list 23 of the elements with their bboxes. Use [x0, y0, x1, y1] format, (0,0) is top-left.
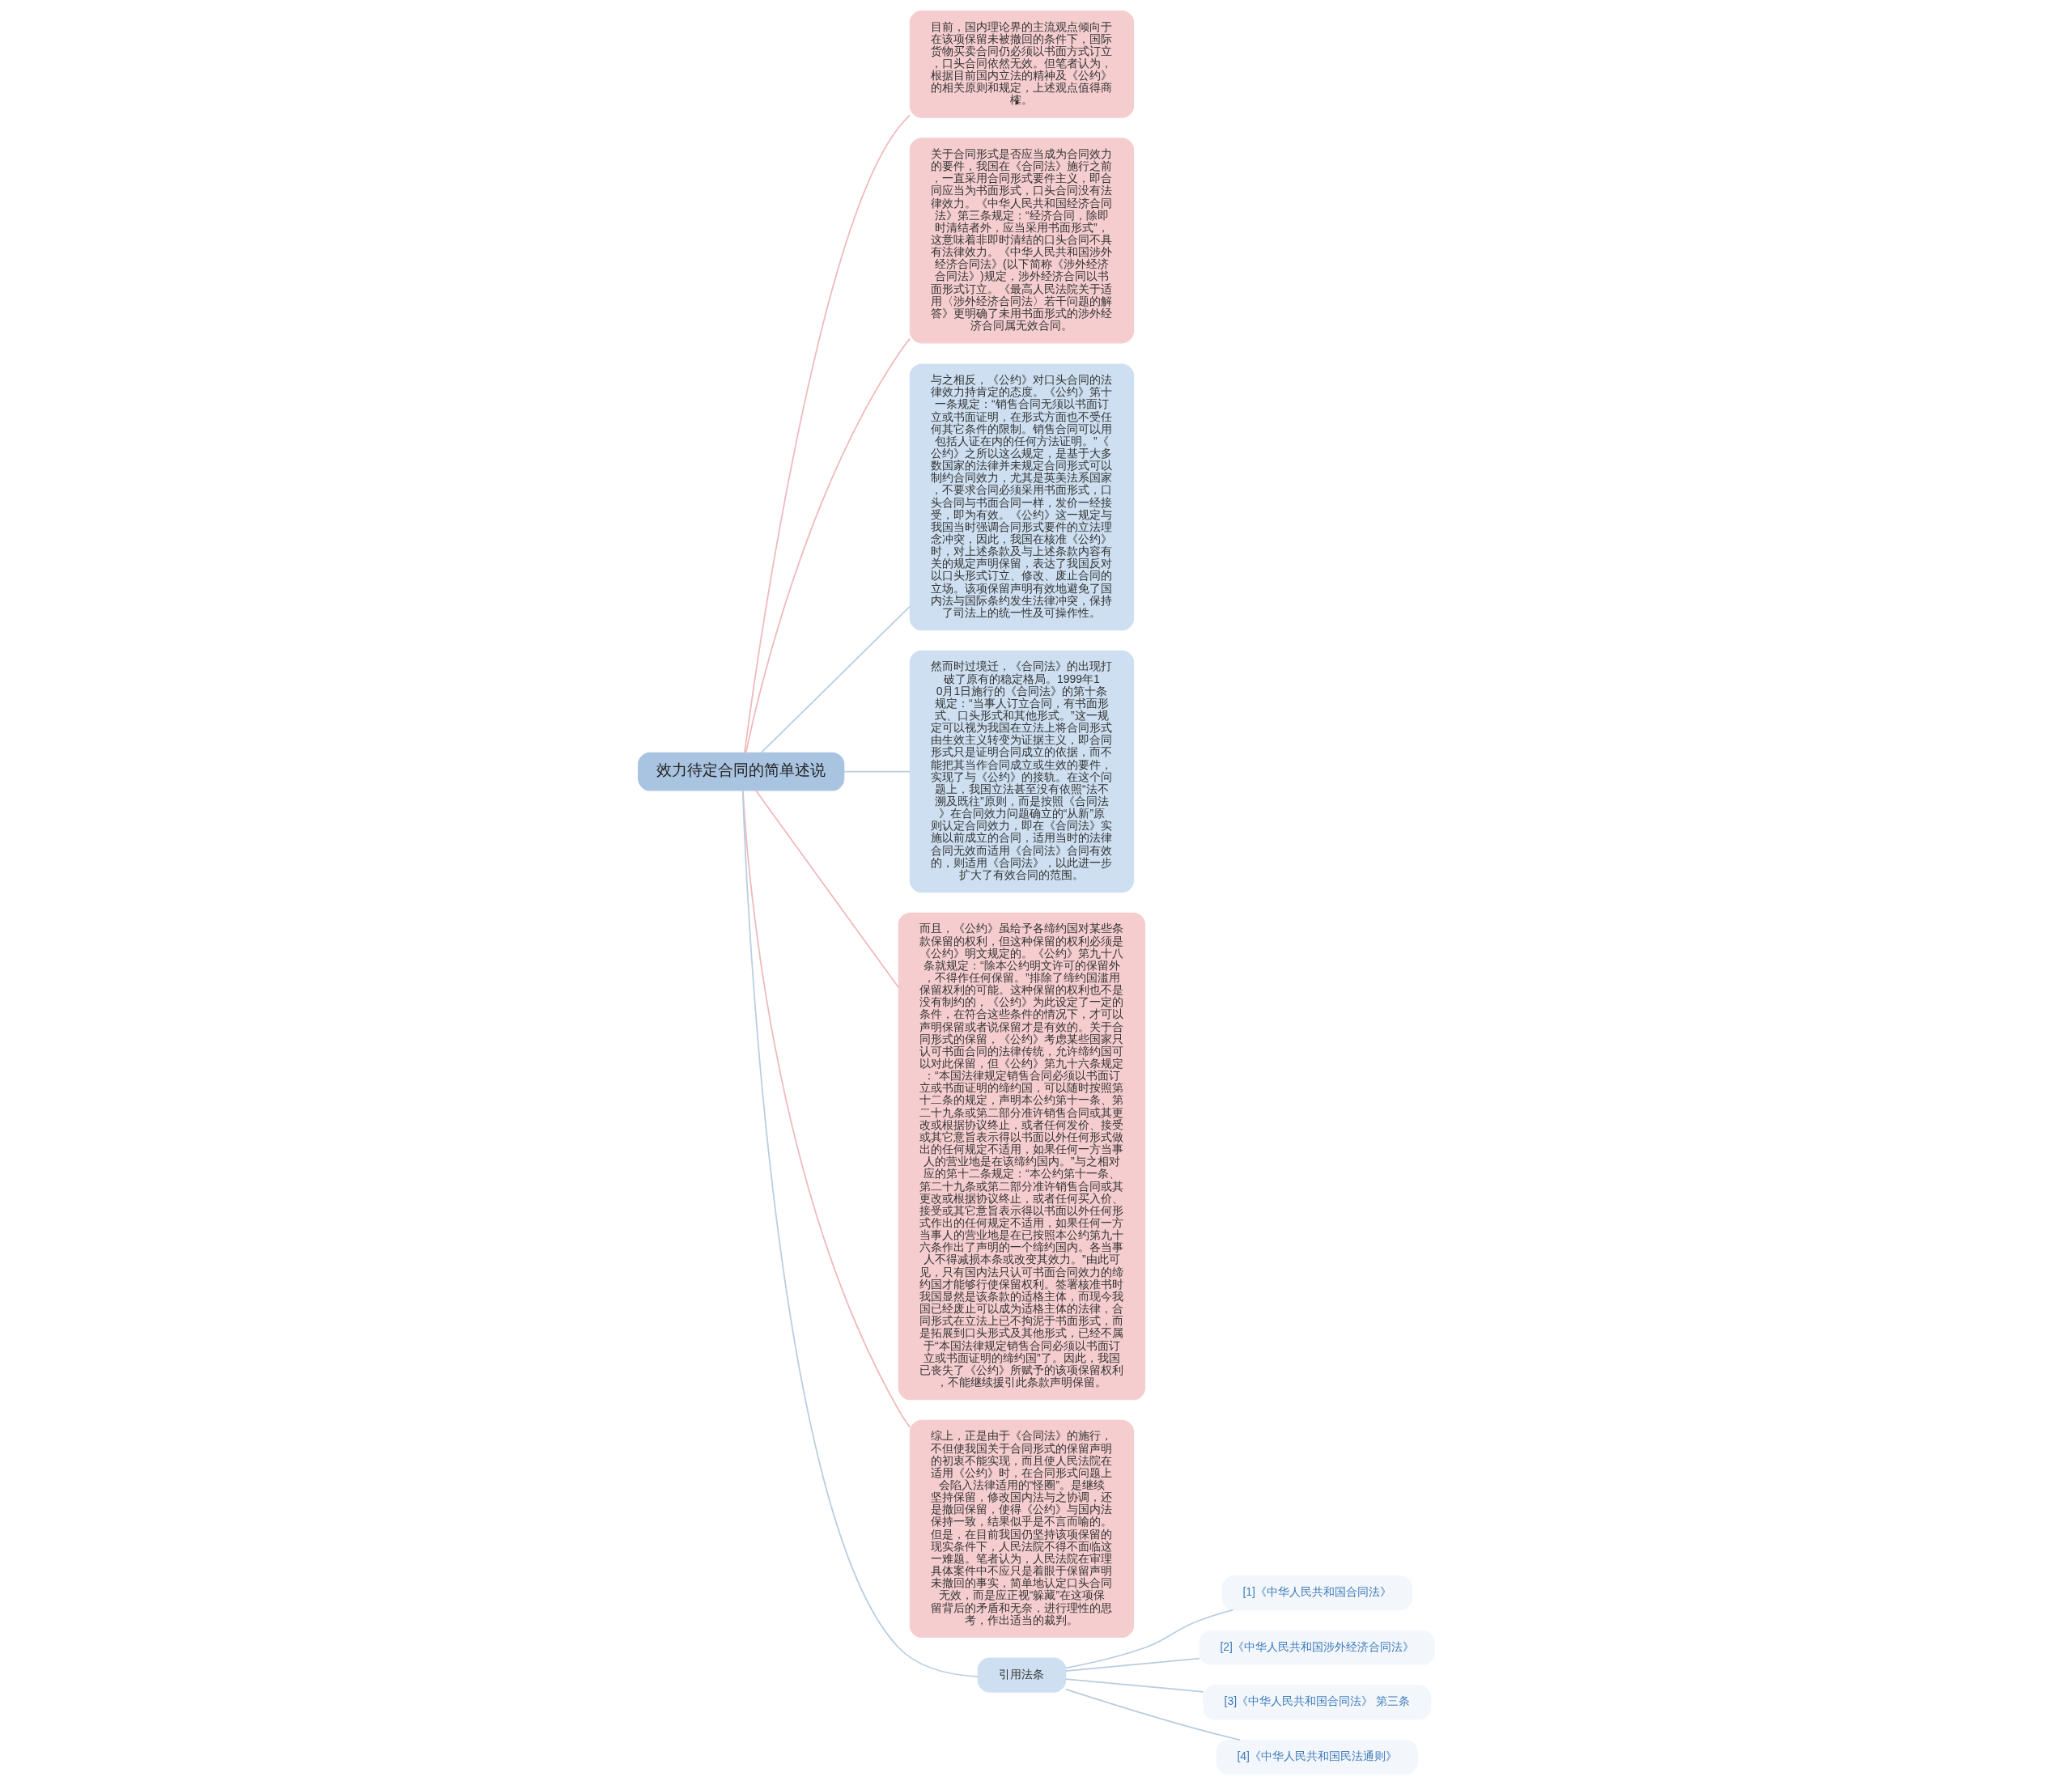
node-box: 然而时过境迁，《合同法》的出现打破了原有的稳定格局。1999年10月1日施行的《合同法》的第十条规定：“当事人订立合同，有书面形式、口头形式和其他形式。”这一规定可以视为我国在立法上将合同形式由生效主义转变为证据主义，即合同形式只是证明合同成立的依据，而不能把其当作合同成立或生效的要件，实现了与《公约》的接轨。在这个问题上，我国立法甚至没有依照“法不溯及既往”原则，而是按照《合同法》在合同效力问题确立的“从新”原则认定合同效力，即在《合同法》实施以前成立的合同，适用当时的法律合同无效而适用《合同法》合同有效的，则适用《合同法》，以此进一步扩大了有效合同的范围。 [909, 650, 1134, 893]
connector [745, 337, 911, 753]
connector [754, 790, 899, 989]
connector [741, 790, 979, 1677]
connector [741, 790, 911, 1428]
connector [1064, 1678, 1204, 1693]
connector [1064, 1688, 1241, 1741]
connector [743, 114, 911, 753]
connector [760, 605, 911, 754]
connector [1064, 1609, 1233, 1669]
node-box: 效力待定合同的简单述说 [637, 752, 844, 791]
node-box: 引用法条 [977, 1657, 1066, 1693]
node-box: [4]《中华人民共和国民法通则》 [1216, 1739, 1418, 1775]
connector [1064, 1657, 1200, 1672]
node-box: [1]《中华人民共和国合同法》 [1221, 1575, 1412, 1611]
connector [843, 770, 911, 773]
node-box: 综上，正是由于《合同法》的施行，不但使我国关于合同形式的保留声明的初衷不能实现，而且使人民法院在适用《公约》时，在合同形式问题上会陷入法律适用的“怪圈”。是继续坚持保留，修改国内法与之协调，还是撤回保留，使得《公约》与国内法保持一致，结果似乎是不言而喻的。但是，在目前我国仍坚持该项保留的现实条件下，人民法院不得不面临这一难题。笔者认为，人民法院在审理具体案件中不应只是着眼于保留声明未撤回的事实，简单地认定口头合同无效，而是应正视“躲藏”在这项保留背后的矛盾和无奈，进行理性的思考，作出适当的裁判。 [909, 1419, 1134, 1639]
node-box: 关于合同形式是否应当成为合同效力的要件，我国在《合同法》施行之前，一直采用合同形式要件主义，即合同应当为书面形式，口头合同没有法律效力。《中华人民共和国经济合同法》第三条规定：“经济合同，除即时清结者外，应当采用书面形式”，这意味着非即时清结的口头合同不具有法律效力。《中华人民共和国涉外经济合同法》(以下简称《涉外经济合同法》)规定，涉外经济合同以书面形式订立。《最高人民法院关于适用〈涉外经济合同法〉若干问题的解答》更明确了未用书面形式的涉外经济合同属无效合同。 [909, 138, 1134, 344]
node-box: [3]《中华人民共和国合同法》 第三条 [1202, 1685, 1431, 1720]
node-box: 目前，国内理论界的主流观点倾向于在该项保留未被撤回的条件下，国际货物买卖合同仍必须以书面方式订立，口头合同依然无效。但笔者认为，根据目前国内立法的精神及《公约》的相关原则和规定，上述观点值得商榷。 [909, 10, 1134, 118]
node-box: 与之相反，《公约》对口头合同的法律效力持肯定的态度。《公约》第十一条规定：“销售合同无须以书面订立或书面证明，在形式方面也不受任何其它条件的限制。销售合同可以用包括人证在内的任何方法证明。”《公约》之所以这么规定，是基于大多数国家的法律并未规定合同形式可以制约合同效力，尤其是英美法系国家，不要求合同必须采用书面形式，口头合同与书面合同一样，发价一经接受，即为有效。《公约》这一规定与我国当时强调合同形式要件的立法理念冲突，因此，我国在核准《公约》时，对上述条款及与上述条款内容有关的规定声明保留，表达了我国反对以口头形式订立、修改、废止合同的立场。该项保留声明有效地避免了国内法与国际条约发生法律冲突，保持了司法上的统一性及可操作性。 [909, 363, 1134, 631]
node-box: 而且，《公约》虽给予各缔约国对某些条款保留的权利，但这种保留的权利必须是《公约》明文规定的。《公约》第九十八条就规定：“除本公约明文许可的保留外，不得作任何保留。”排除了缔约国滥用保留权利的可能。这种保留的权利也不是没有制约的，《公约》为此设定了一定的条件，在符合这些条件的情况下，才可以声明保留或者说保留才是有效的。关于合同形式的保留，《公约》考虑某些国家只认可书面合同的法律传统，允许缔约国可以对此保留，但《公约》第九十六条规定：“本国法律规定销售合同必须以书面订立或书面证明的缔约国，可以随时按照第十二条的规定，声明本公约第十一条、第二十九条或第二部分准许销售合同或其更改或根据协议终止，或者任何发价、接受或其它意旨表示得以书面以外任何形式做出的任何规定不适用，如果任何一方当事人的营业地是在该缔约国内。”与之相对应的第十二条规定：“本公约第十一条、第二十九条或第二部分准许销售合同或其更改或根据协议终止，或者任何买入价、接受或其它意旨表示得以书面以外任何形式作出的任何规定不适用，如果任何一方当事人的营业地是在已按照本公约第九十六条作出了声明的一个缔约国内。各当事人不得减损本条或改变其效力。”由此可见，只有国内法只认可书面合同效力的缔约国才能够行使保留权利。签署核准书时我国显然是该条款的适格主体，而现今我国已经废止可以成为适格主体的法律，合同形式在立法上已不拘泥于书面形式，而是拓展到口头形式及其他形式，已经不属于“本国法律规定销售合同必须以书面订立或书面证明的缔约国”了。因此，我国已丧失了《公约》所赋予的该项保留权利，不能继续援引此条款声明保留。 [898, 912, 1145, 1401]
node-box: [2]《中华人民共和国涉外经济合同法》 [1199, 1630, 1435, 1665]
